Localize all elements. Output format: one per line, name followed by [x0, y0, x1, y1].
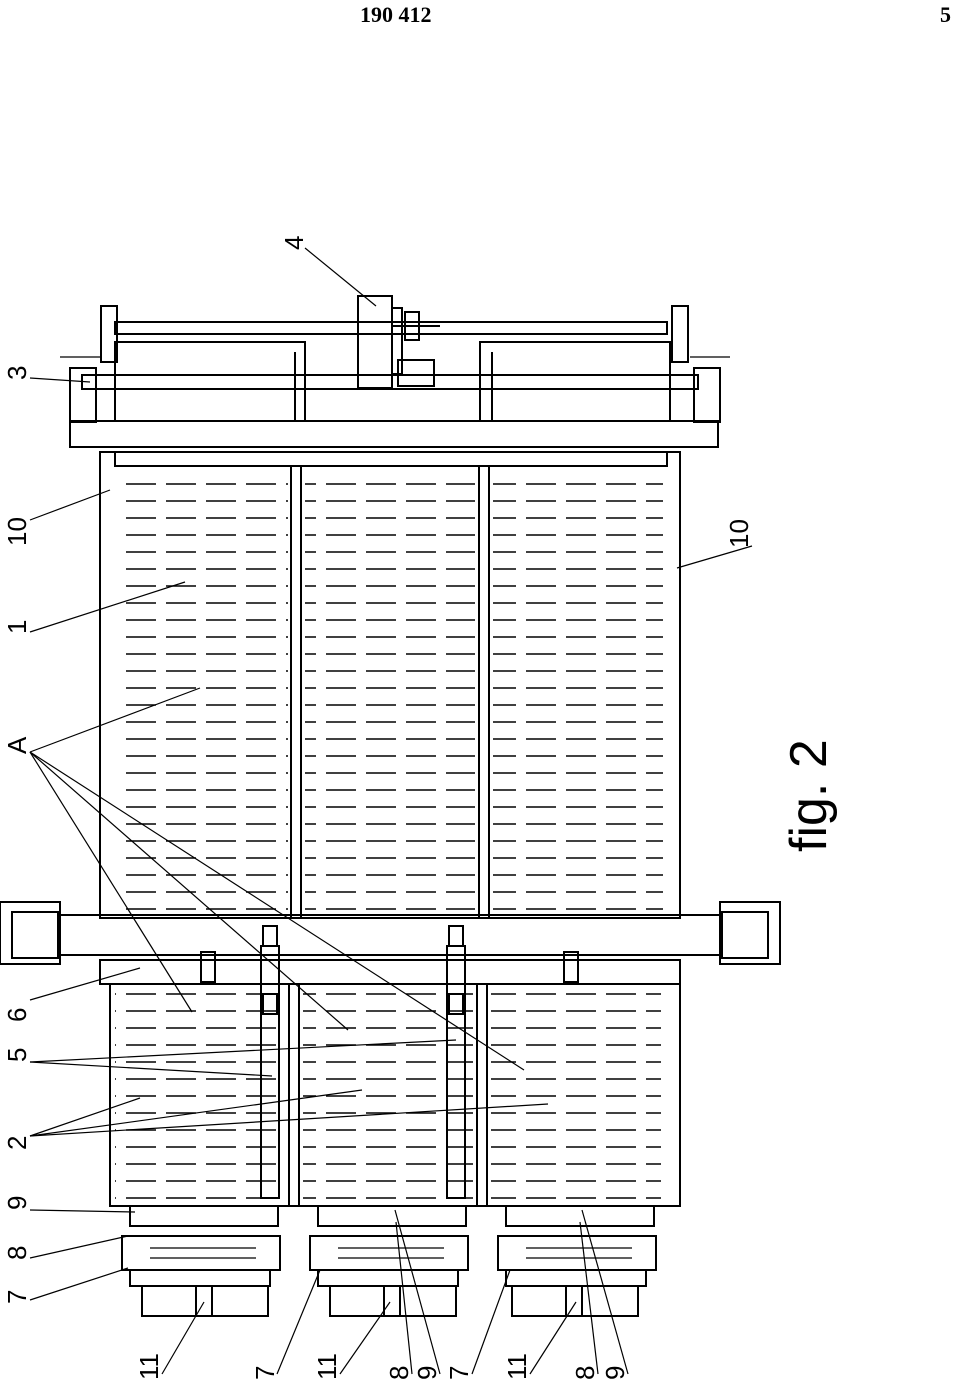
label-6: 6 [2, 1008, 32, 1022]
leader-lines [29, 247, 753, 1375]
label-10-top: 10 [2, 517, 32, 546]
label-3: 3 [2, 366, 32, 380]
label-1: 1 [2, 620, 32, 634]
label-9: 9 [2, 1196, 32, 1210]
drive-assembly-3 [497, 1205, 657, 1317]
label-9-c: 9 [600, 1366, 630, 1380]
drive-assembly-2 [309, 1205, 469, 1317]
label-7-b: 7 [250, 1366, 280, 1380]
label-7: 7 [2, 1290, 32, 1304]
motor-unit [357, 295, 440, 389]
cross-beam [0, 901, 781, 985]
label-4: 4 [279, 236, 309, 250]
label-7-c: 7 [444, 1366, 474, 1380]
page-number: 5 [940, 2, 951, 27]
drive-frame [60, 305, 730, 448]
label-5: 5 [2, 1048, 32, 1062]
label-11-c: 11 [502, 1353, 532, 1380]
lower-conveyors [109, 945, 681, 1207]
label-10-right: 10 [724, 519, 754, 548]
upper-conveyor [99, 451, 681, 919]
label-11-a: 11 [134, 1353, 164, 1380]
label-8: 8 [2, 1246, 32, 1260]
label-9-b: 9 [412, 1366, 442, 1380]
drive-assembly-1 [121, 1205, 281, 1317]
label-8-c: 8 [570, 1366, 600, 1380]
label-11-b: 11 [312, 1353, 342, 1380]
label-8-b: 8 [384, 1366, 414, 1380]
label-A: A [2, 736, 32, 754]
label-2: 2 [2, 1136, 32, 1150]
figure-caption: fig. 2 [780, 739, 838, 852]
reference-numerals: 3 4 10 1 A 6 5 2 9 8 7 10 11 7 11 8 9 7 … [2, 236, 754, 1380]
document-number: 190 412 [360, 2, 432, 27]
